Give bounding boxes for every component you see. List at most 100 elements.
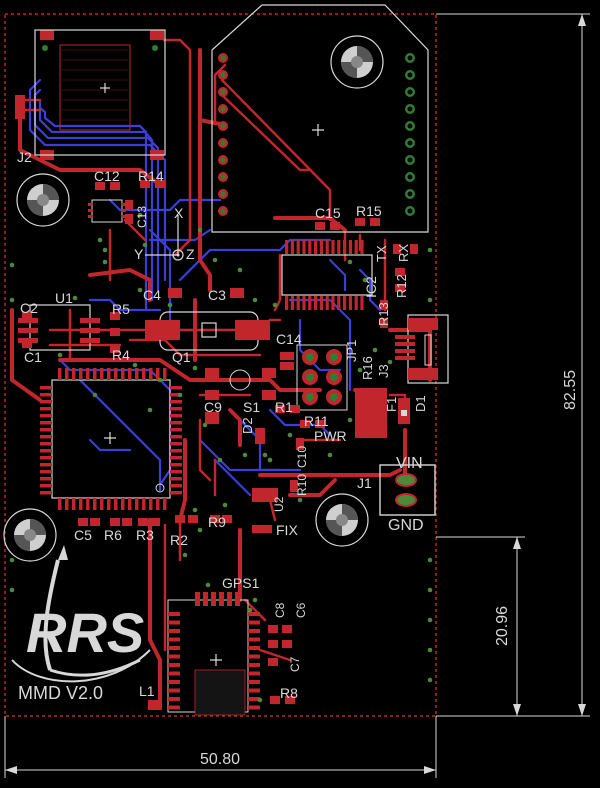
via [257, 697, 263, 703]
via [177, 392, 183, 398]
mcu-pin [40, 442, 52, 446]
power-terminal-j1 [379, 464, 436, 516]
label-ic2: IC2 [363, 276, 379, 298]
via [92, 392, 98, 398]
gps-pin [168, 629, 180, 633]
mcu-pin [40, 477, 52, 481]
ic2-pin [360, 240, 364, 254]
mcu-pin [86, 368, 90, 380]
via [427, 587, 433, 593]
mcu-pin [156, 368, 160, 380]
label-fix: FIX [276, 522, 298, 538]
ic2-usb-uart [281, 240, 373, 310]
label-c13: C13 [135, 206, 149, 228]
xbee-pin-hole [220, 89, 226, 95]
label-c1: C1 [24, 349, 42, 365]
label-c4: C4 [143, 287, 161, 303]
gps-pin [168, 688, 180, 693]
label-r16: R16 [360, 356, 375, 380]
mcu-pin [128, 498, 132, 510]
via [157, 377, 163, 383]
mcu-pin [142, 368, 146, 380]
mcu-pin [40, 400, 52, 404]
ic2-pin [314, 296, 318, 310]
crystal-q1 [145, 311, 270, 351]
via [197, 527, 203, 533]
xbee-pin-hole [407, 140, 413, 146]
label-c5: C5 [74, 527, 92, 543]
regulator-area [355, 388, 410, 438]
dimension-height: 82.55 [562, 370, 579, 410]
mcu-pin [40, 428, 52, 432]
label-r11: R11 [304, 413, 329, 429]
mcu-pin [170, 470, 182, 474]
via [137, 212, 143, 218]
via [217, 457, 223, 463]
xbee-pin-hole [407, 123, 413, 129]
label-q1: Q1 [172, 349, 191, 365]
ic2-pin [337, 240, 341, 254]
mcu-pin [170, 449, 182, 453]
gps-pin [168, 612, 180, 616]
ic2-pin [343, 296, 347, 310]
label-c3: C3 [208, 287, 226, 303]
via [347, 259, 353, 265]
ic2-pin [354, 296, 358, 310]
mcu-pin [40, 414, 52, 418]
label-r8: R8 [280, 685, 298, 701]
mcu-pin [170, 484, 182, 488]
mcu-pin [93, 498, 97, 510]
mcu-pin [79, 498, 83, 510]
via [9, 557, 15, 563]
mcu-pin [40, 470, 52, 474]
xbee-module-footprint [211, 4, 429, 233]
mcu-pin [65, 368, 69, 380]
mcu-pin [40, 393, 52, 397]
via [327, 452, 333, 458]
gps-pin [168, 671, 180, 676]
via [97, 237, 103, 243]
label-r6: R6 [104, 527, 122, 543]
via [102, 247, 108, 253]
xbee-pin-hole [407, 191, 413, 197]
ic2-pin [319, 240, 323, 254]
via [427, 677, 433, 683]
mcu-pin [170, 407, 182, 411]
label-f1: F1 [384, 397, 399, 412]
label-j3: J3 [376, 364, 391, 378]
xbee-pin-hole [407, 174, 413, 180]
label-c14: C14 [276, 331, 302, 347]
mcu-pin [40, 386, 52, 390]
mcu-pin [40, 421, 52, 425]
ic2-pin [302, 240, 306, 254]
label-r15: R15 [356, 203, 382, 219]
mcu-pin [72, 368, 76, 380]
gps-pin [211, 592, 216, 606]
via [137, 287, 143, 293]
passive-pads [22, 180, 418, 710]
mcu-pin [65, 498, 69, 510]
via [247, 607, 253, 613]
via [427, 617, 433, 623]
dimensions: 82.55 20.96 50.80 [4, 13, 590, 778]
mcu-pin [135, 368, 139, 380]
mcu-pin [156, 498, 160, 510]
mcu-pin [170, 400, 182, 404]
via [262, 452, 268, 458]
xbee-pin-hole [220, 106, 226, 112]
vias [9, 212, 433, 703]
gps-pin [248, 680, 260, 684]
label-vin: VIN [396, 455, 423, 472]
label-r10: R10 [295, 474, 309, 496]
mounting-hole-left [16, 173, 70, 227]
label-d1: D1 [413, 395, 428, 412]
mcu-pin [170, 456, 182, 460]
xbee-pin-hole [220, 123, 226, 129]
ic2-pin [319, 296, 323, 310]
mcu-pin [128, 368, 132, 380]
label-c7: C7 [288, 656, 302, 672]
dimension-width: 50.80 [200, 751, 240, 768]
via [202, 422, 208, 428]
gps-pin [248, 654, 260, 659]
via [102, 259, 108, 265]
